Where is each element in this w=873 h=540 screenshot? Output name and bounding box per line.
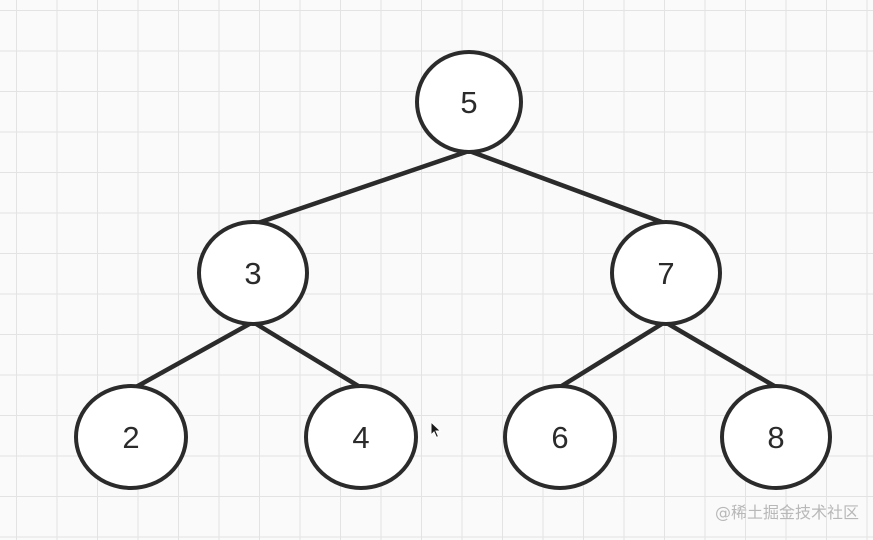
tree-node-7: 7 [610,220,722,326]
node-circle [415,50,523,154]
tree-node-5: 5 [415,50,523,154]
tree-node-3: 3 [197,220,309,326]
node-label: 5 [460,85,477,120]
edge-7-8 [662,319,779,390]
tree-node-4: 4 [304,384,418,490]
node-circle [197,220,309,326]
mouse-pointer-icon [430,421,442,439]
node-label: 2 [122,420,139,455]
node-circle [503,384,617,490]
watermark-text: @稀土掘金技术社区 [714,503,859,522]
node-label: 4 [352,420,369,455]
edge-7-6 [557,319,668,390]
edge-5-7 [469,149,670,227]
edge-3-2 [133,319,256,390]
tree-node-6: 6 [503,384,617,490]
node-label: 6 [551,420,568,455]
node-circle [74,384,188,490]
node-label: 8 [767,420,784,455]
edge-5-3 [252,149,469,227]
tree-node-8: 8 [720,384,832,490]
edge-3-4 [250,319,363,390]
node-label: 3 [244,256,261,291]
tree-node-2: 2 [74,384,188,490]
node-label: 7 [657,256,674,291]
node-circle [720,384,832,490]
node-circle [304,384,418,490]
node-circle [610,220,722,326]
